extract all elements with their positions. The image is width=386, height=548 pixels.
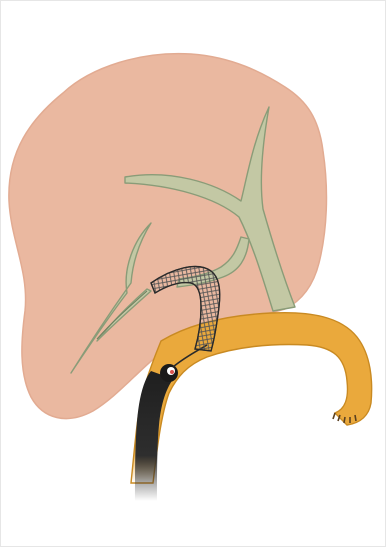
endoscope-light: [170, 370, 174, 374]
duodenum-shape: [131, 313, 372, 483]
